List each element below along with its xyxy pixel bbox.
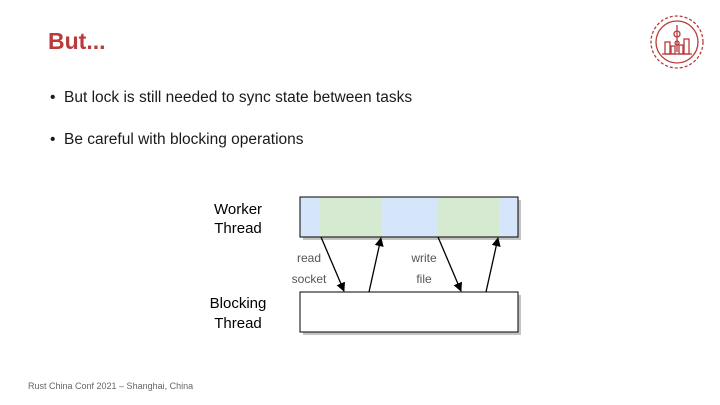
worker-lane-border — [299, 196, 519, 238]
write-request-arrow — [437, 236, 462, 292]
read-return-arrow — [368, 237, 384, 293]
worker-label-line-2: Thread — [214, 220, 262, 237]
read-label-line-2: socket — [292, 272, 327, 286]
bullet-item: Be careful with blocking operations — [50, 130, 412, 150]
blocking-label-line-1: Blocking — [210, 295, 267, 312]
slide-footer: Rust China Conf 2021 – Shanghai, China — [28, 381, 194, 391]
conference-logo-icon — [650, 15, 704, 69]
write-return-arrow — [485, 237, 501, 293]
worker-busy-segment — [437, 197, 499, 237]
blocking-lane — [299, 291, 519, 333]
read-label-line-1: read — [297, 251, 321, 265]
slide-title: But... — [48, 28, 106, 54]
worker-label-line-1: Worker — [214, 201, 262, 218]
read-request-arrow — [320, 236, 345, 292]
write-label-line-1: write — [410, 251, 437, 265]
blocking-label-line-2: Thread — [214, 315, 262, 332]
worker-busy-segment — [320, 197, 381, 237]
write-label-line-2: file — [416, 272, 432, 286]
bullet-list: But lock is still needed to sync state b… — [50, 88, 412, 150]
bullet-item: But lock is still needed to sync state b… — [50, 88, 412, 108]
